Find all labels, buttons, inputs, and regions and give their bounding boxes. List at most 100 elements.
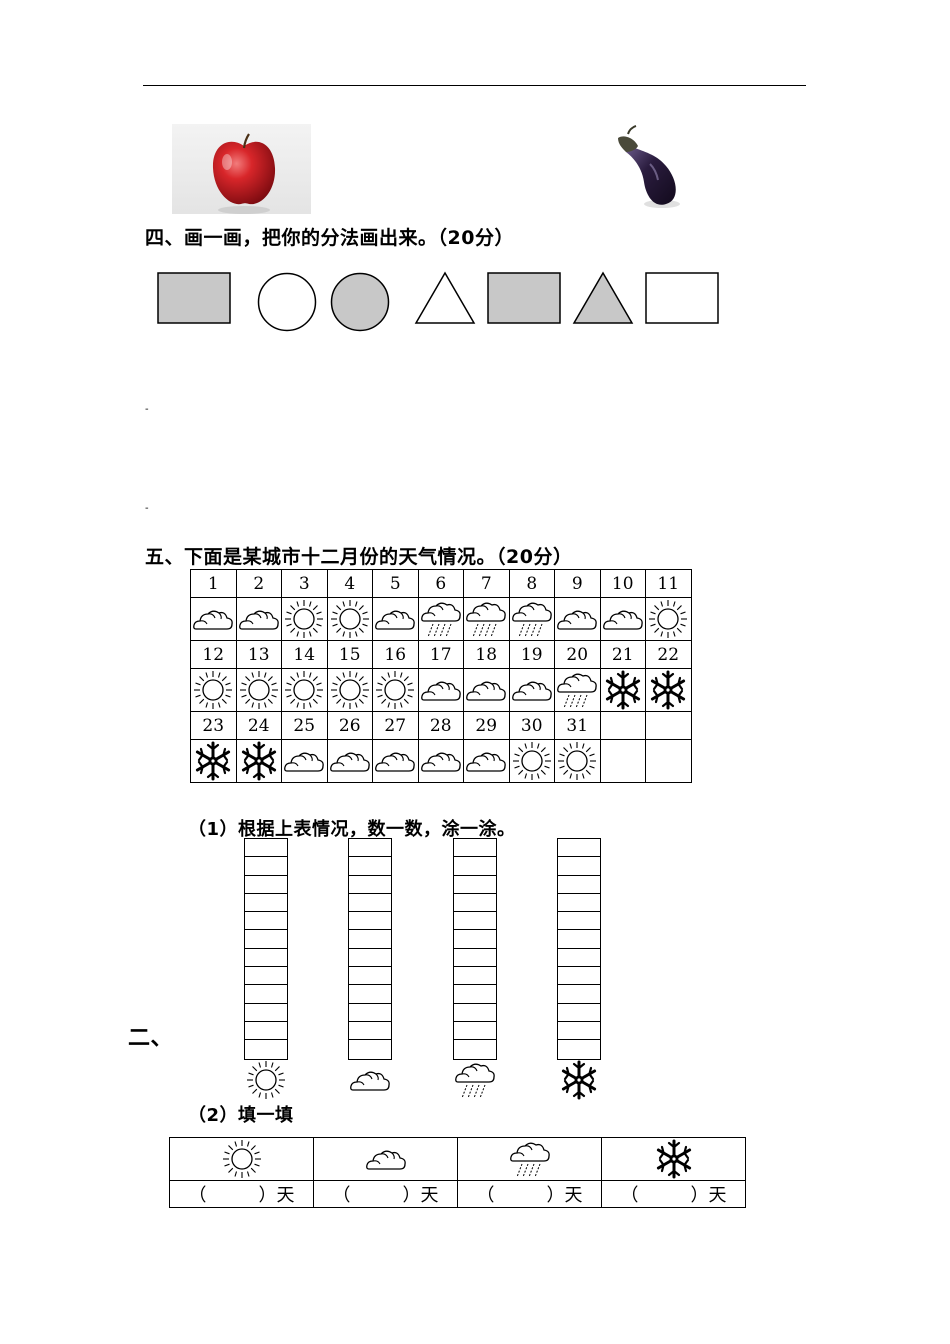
tally-cell[interactable] [454,949,496,968]
tally-column-rainy[interactable] [453,838,497,1060]
tally-cell[interactable] [558,857,600,876]
tally-cell[interactable] [454,967,496,986]
tally-cell[interactable] [454,1004,496,1022]
tally-column-snowy[interactable] [557,838,601,1060]
tally-cell[interactable] [558,1040,600,1058]
calendar-day-number: 25 [281,711,328,740]
circle-shape [257,272,317,332]
fill-answer-cell[interactable]: （）天 [457,1180,602,1208]
tally-cell[interactable] [245,1004,287,1022]
tally-cell[interactable] [245,1040,287,1058]
calendar-day-number: 10 [599,569,646,598]
rainy-icon [508,1139,552,1179]
tally-column-cloudy[interactable] [348,838,392,1060]
calendar-weather-cell [645,668,692,712]
calendar-day-number: 11 [645,569,692,598]
tally-cell[interactable] [454,857,496,876]
tally-cell[interactable] [245,949,287,968]
tally-cell[interactable] [558,1004,600,1022]
calendar-day-number: 8 [508,569,555,598]
calendar-day-number: 3 [281,569,328,598]
tally-cell[interactable] [349,857,391,876]
tally-cell[interactable] [349,967,391,986]
tally-cell[interactable] [454,894,496,913]
tally-cell[interactable] [349,1004,391,1022]
tally-cell[interactable] [558,1022,600,1041]
tally-cell[interactable] [349,1040,391,1058]
calendar-weather-cell [645,597,692,641]
calendar-weather-cell [508,668,555,712]
snowy-icon [601,670,645,710]
tally-cell[interactable] [349,894,391,913]
calendar-day-number: 4 [326,569,373,598]
calendar-weather-cell [190,597,237,641]
calendar-day-number: 18 [463,640,510,669]
tally-cell[interactable] [558,985,600,1004]
tally-cell[interactable] [245,894,287,913]
calendar-weather-cell [599,597,646,641]
tally-cell[interactable] [454,876,496,894]
calendar-day-number: 17 [417,640,464,669]
tally-cell[interactable] [454,985,496,1004]
triangle-shape [414,271,476,324]
tally-cell[interactable] [454,930,496,949]
tally-cell[interactable] [349,985,391,1004]
tally-cell[interactable] [558,949,600,968]
stray-dash-1: - [145,404,149,415]
tally-cell[interactable] [349,949,391,968]
tally-cell[interactable] [245,876,287,894]
tally-cell[interactable] [245,967,287,986]
tally-cell[interactable] [245,839,287,858]
calendar-day-number: 27 [372,711,419,740]
cloudy-icon [419,741,463,781]
open-paren: （ [332,1185,351,1206]
tally-cell[interactable] [349,839,391,858]
tally-cell[interactable] [454,839,496,858]
tally-cell[interactable] [558,894,600,913]
calendar-weather-cell [281,668,328,712]
tally-cell[interactable] [558,930,600,949]
tally-column-sunny[interactable] [244,838,288,1060]
calendar-weather-cell [190,668,237,712]
tally-cell[interactable] [245,930,287,949]
circle-shape [330,272,390,332]
section-five-heading: 五、下面是某城市十二月份的天气情况。（20分） [145,546,573,568]
calendar-weather-cell [417,739,464,783]
tally-cell[interactable] [558,839,600,858]
cloudy-icon [364,1139,408,1179]
tally-cell[interactable] [349,876,391,894]
open-paren: （ [476,1185,495,1206]
tally-cell[interactable] [245,912,287,931]
tally-cell[interactable] [349,930,391,949]
calendar-weather-cell [326,668,373,712]
calendar-day-number: 7 [463,569,510,598]
tally-cell[interactable] [349,912,391,931]
calendar-day-number: 28 [417,711,464,740]
tally-cell[interactable] [349,1022,391,1041]
tally-cell[interactable] [558,967,600,986]
rainy-icon [510,599,554,639]
tally-cell[interactable] [454,912,496,931]
cloudy-icon [373,599,417,639]
sunny-icon [237,670,281,710]
fill-answer-cell[interactable]: （）天 [313,1180,458,1208]
tally-cell[interactable] [558,912,600,931]
calendar-day-number: 30 [508,711,555,740]
square-shape [487,272,561,324]
square-shape [157,272,231,324]
tally-cell[interactable] [558,876,600,894]
rainy-icon [453,1060,497,1100]
tally-cell[interactable] [245,985,287,1004]
cloudy-icon [237,599,281,639]
calendar-weather-cell [281,739,328,783]
tally-cell[interactable] [245,1022,287,1041]
tally-cell[interactable] [245,857,287,876]
fill-answer-cell[interactable]: （）天 [601,1180,746,1208]
tally-cell[interactable] [454,1022,496,1041]
fill-answer-cell[interactable]: （）天 [169,1180,314,1208]
tally-cell[interactable] [454,1040,496,1058]
snowy-icon [191,741,235,781]
